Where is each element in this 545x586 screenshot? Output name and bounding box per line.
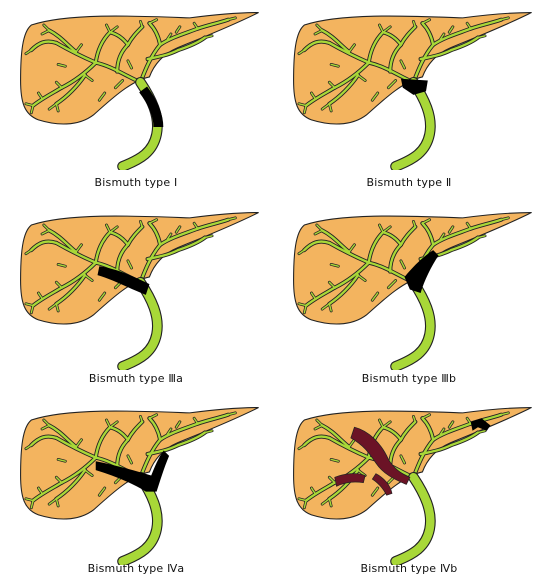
caption: Bismuth type Ⅰ [0,176,272,189]
liver-diagram [273,395,545,565]
liver-diagram [273,0,545,170]
liver-diagram [273,200,545,370]
panel-type-ivb: Bismuth type Ⅳb [273,395,545,586]
liver-diagram [0,395,272,565]
stricture-mark [143,89,158,127]
caption: Bismuth type Ⅲa [0,372,272,385]
caption: Bismuth type Ⅳa [0,562,272,575]
caption: Bismuth type Ⅱ [273,176,545,189]
panel-type-iiia: Bismuth type Ⅲa [0,200,272,391]
caption: Bismuth type Ⅲb [273,372,545,385]
panel-type-ii: Bismuth type Ⅱ [273,0,545,191]
panel-type-iiib: Bismuth type Ⅲb [273,200,545,391]
caption: Bismuth type Ⅳb [273,562,545,575]
panel-type-i: Bismuth type Ⅰ [0,0,272,191]
panel-type-iva: Bismuth type Ⅳa [0,395,272,586]
liver-diagram [0,0,272,170]
liver-diagram [0,200,272,370]
